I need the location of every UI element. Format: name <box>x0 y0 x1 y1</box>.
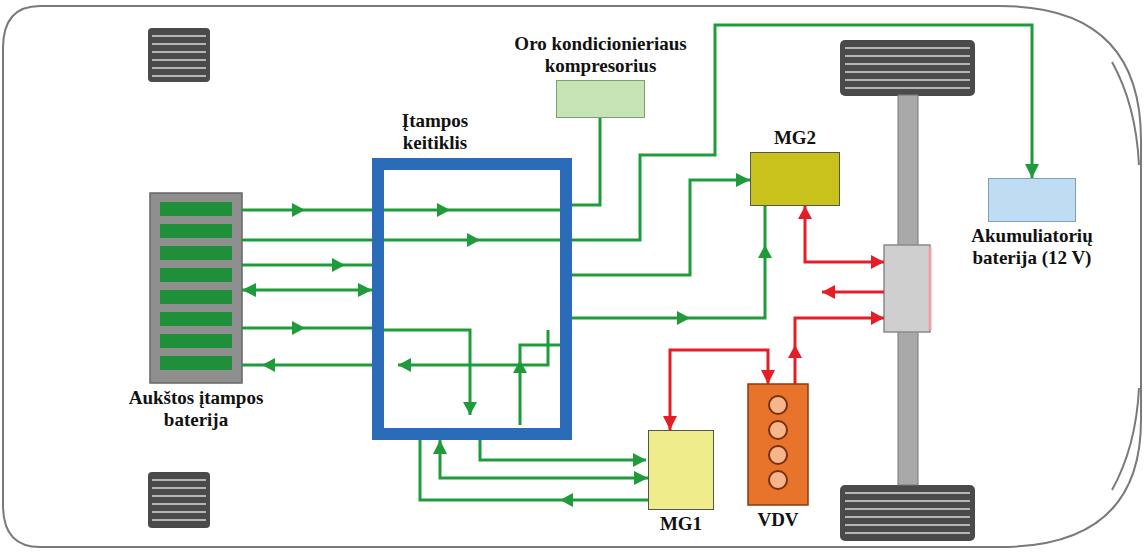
arrow-head <box>332 258 345 272</box>
power-flow-connector <box>670 350 768 430</box>
power-wire <box>520 345 560 425</box>
wheel <box>840 485 975 541</box>
power-flow-connector <box>572 180 750 275</box>
high-voltage-battery-pack <box>150 193 242 383</box>
component-label: VDV <box>743 509 813 531</box>
transmission <box>884 245 930 332</box>
arrow-head <box>262 358 275 372</box>
power-wire <box>572 206 765 318</box>
power-wire <box>384 209 560 212</box>
wheel <box>840 40 975 96</box>
arrow-head <box>560 493 573 507</box>
power-wire <box>398 330 548 365</box>
power-wire <box>242 239 372 242</box>
wheel <box>148 28 210 82</box>
battery-cell <box>160 202 232 216</box>
battery-cell <box>160 290 232 304</box>
power-wire <box>242 264 372 267</box>
car-front-line <box>1112 62 1139 165</box>
battery-cell <box>160 246 232 260</box>
power-wire <box>384 330 470 415</box>
battery-cell <box>160 224 232 238</box>
car-body <box>3 6 1141 547</box>
component-label: MG1 <box>646 513 716 535</box>
arrow-head <box>871 255 884 269</box>
battery-cell <box>160 312 232 326</box>
engine-cylinder <box>769 446 787 464</box>
arrow-head <box>871 311 884 325</box>
wheel <box>840 40 975 96</box>
arrow-head <box>467 233 480 247</box>
arrow-head <box>463 402 477 415</box>
motor-generator-box: MG2 <box>750 152 840 206</box>
compressor-box: Oro kondicionieriaus kompresorius <box>556 80 645 118</box>
battery-case <box>150 193 242 383</box>
arrow-head <box>292 203 305 217</box>
battery-box: Akumuliatorių baterija (12 V) <box>988 178 1076 222</box>
wheel <box>148 472 210 528</box>
wheel <box>148 28 210 82</box>
mechanical-line <box>805 206 884 262</box>
power-wire <box>242 364 372 367</box>
arrow-head <box>822 285 835 299</box>
mechanical-flow-lines <box>795 206 884 384</box>
arrow-head <box>758 245 772 258</box>
engine-cylinder <box>769 421 787 439</box>
arrow-head <box>677 311 690 325</box>
power-flow-connector <box>242 289 372 292</box>
arrow-head <box>292 321 305 335</box>
engine-box: VDV <box>748 384 808 505</box>
engine-block <box>748 384 808 505</box>
battery-cell <box>160 334 232 348</box>
wheel <box>840 485 975 541</box>
arrow-head <box>633 453 646 467</box>
transmission-edge <box>929 247 932 330</box>
component-label: Akumuliatorių baterija (12 V) <box>947 225 1117 269</box>
mechanical-flow-arrows <box>788 206 884 358</box>
battery-cell <box>160 356 232 370</box>
arrow-head <box>798 206 812 219</box>
wheel <box>148 472 210 528</box>
arrow-head <box>788 345 802 358</box>
engine <box>748 384 808 505</box>
power-flow-connector <box>572 118 600 205</box>
wheel-tread <box>152 480 206 520</box>
power-flow-connector <box>440 440 648 478</box>
arrow-head <box>398 358 411 372</box>
component-label: MG2 <box>760 127 830 149</box>
engine-cylinder <box>769 396 787 414</box>
power-wire <box>242 327 372 330</box>
arrow-head <box>437 203 450 217</box>
power-wire <box>242 209 372 212</box>
mechanical-line <box>795 318 884 384</box>
component-label: Įtampos keitiklis <box>380 110 490 154</box>
engine-cylinder <box>769 471 787 489</box>
battery-box: Aukštos įtampos baterija <box>150 193 242 383</box>
arrow-head <box>513 360 527 373</box>
battery-cell <box>160 268 232 282</box>
wheel-tread <box>845 493 970 533</box>
wheel-tread <box>152 36 206 76</box>
component-label: Aukštos įtampos baterija <box>96 387 296 431</box>
inverter-box: Įtampos keitiklis <box>372 158 572 440</box>
motor-generator-box: MG1 <box>648 430 714 510</box>
component-label: Oro kondicionieriaus kompresorius <box>496 33 706 77</box>
power-wire <box>420 440 648 500</box>
wheel-tread <box>845 48 970 88</box>
power-wire <box>480 440 646 460</box>
car-front-line <box>1112 388 1139 490</box>
